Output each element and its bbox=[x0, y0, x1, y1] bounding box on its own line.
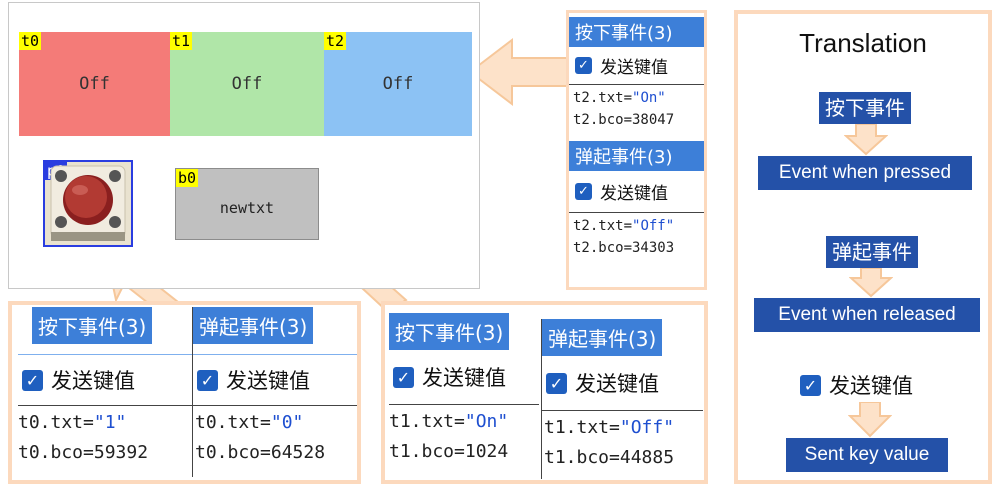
press-send-checkbox[interactable]: ✓ 发送键值 bbox=[575, 53, 698, 78]
check-icon: ✓ bbox=[575, 57, 592, 74]
check-icon: ✓ bbox=[393, 366, 414, 388]
release-en-label: Event when released bbox=[754, 298, 980, 332]
text-t1-value: Off bbox=[231, 74, 263, 94]
press-cn-label: 按下事件 bbox=[819, 92, 911, 124]
t0-release-section: 弹起事件(3) ✓ 发送键值 t0.txt="0" t0.bco=64528 bbox=[192, 307, 357, 477]
arrow-to-t2 bbox=[468, 37, 569, 107]
press-send-label: 发送键值 bbox=[600, 58, 668, 78]
press-code-line-2: t0.bco=59392 bbox=[18, 442, 149, 463]
send-cn-label: 发送键值 bbox=[829, 374, 913, 398]
down-arrow-icon bbox=[849, 268, 893, 298]
press-code-line-2: t1.bco=1024 bbox=[389, 441, 509, 462]
text-t1[interactable]: t1 Off bbox=[170, 32, 324, 136]
press-send-checkbox[interactable]: ✓ 发送键值 bbox=[22, 365, 189, 395]
button-b0[interactable]: b0 newtxt bbox=[175, 168, 319, 240]
divider bbox=[18, 354, 193, 355]
divider bbox=[193, 354, 357, 355]
text-t2[interactable]: t2 Off bbox=[324, 32, 472, 136]
press-send-label: 发送键值 bbox=[51, 369, 135, 393]
release-send-checkbox[interactable]: ✓ 发送键值 bbox=[575, 179, 698, 204]
press-code-line-2: t2.bco=38047 bbox=[573, 112, 675, 128]
press-send-checkbox[interactable]: ✓ 发送键值 bbox=[393, 362, 535, 392]
divider bbox=[569, 212, 704, 213]
release-send-label: 发送键值 bbox=[575, 372, 659, 396]
press-code-line-1: t2.txt="On" bbox=[573, 90, 666, 106]
press-code-line-1: t1.txt="On" bbox=[389, 411, 509, 432]
press-event-header[interactable]: 按下事件(3) bbox=[389, 313, 510, 350]
t0-press-section: 按下事件(3) ✓ 发送键值 t0.txt="1" t0.bco=59392 bbox=[18, 307, 193, 468]
divider bbox=[569, 84, 704, 85]
translation-title: Translation bbox=[799, 28, 927, 58]
release-send-label: 发送键值 bbox=[226, 369, 310, 393]
panel-t2-events: 按下事件(3) ✓ 发送键值 t2.txt="On" t2.bco=38047 … bbox=[566, 10, 707, 290]
translation-panel: Translation 按下事件 Event when pressed 弹起事件… bbox=[734, 10, 992, 484]
release-cn-label: 弹起事件 bbox=[826, 236, 918, 268]
picture-p0[interactable]: p0 bbox=[43, 160, 133, 247]
text-t1-tag: t1 bbox=[170, 32, 193, 50]
push-button-icon bbox=[50, 165, 126, 241]
divider bbox=[193, 405, 357, 406]
down-arrow-icon bbox=[844, 124, 888, 156]
button-b0-tag: b0 bbox=[176, 169, 199, 187]
down-arrow-icon bbox=[848, 402, 892, 438]
check-icon: ✓ bbox=[575, 183, 592, 200]
check-icon: ✓ bbox=[197, 369, 218, 391]
release-code-line-1: t1.txt="Off" bbox=[544, 417, 675, 438]
divider bbox=[542, 410, 703, 411]
check-icon: ✓ bbox=[22, 369, 43, 391]
release-code-line-1: t2.txt="Off" bbox=[573, 218, 675, 234]
divider bbox=[389, 404, 539, 405]
panel-t0-events: 按下事件(3) ✓ 发送键值 t0.txt="1" t0.bco=59392 弹… bbox=[8, 301, 361, 484]
panel-t1-events: 按下事件(3) ✓ 发送键值 t1.txt="On" t1.bco=1024 弹… bbox=[381, 301, 708, 484]
divider bbox=[18, 405, 193, 406]
check-icon: ✓ bbox=[546, 372, 567, 394]
t1-press-section: 按下事件(3) ✓ 发送键值 t1.txt="On" t1.bco=1024 bbox=[389, 313, 539, 467]
text-t2-tag: t2 bbox=[324, 32, 347, 50]
press-event-header[interactable]: 按下事件(3) bbox=[569, 17, 704, 47]
release-code-line-1: t0.txt="0" bbox=[195, 412, 304, 433]
send-key-checkbox[interactable]: ✓ 发送键值 bbox=[800, 370, 913, 400]
release-code-line-2: t1.bco=44885 bbox=[544, 447, 675, 468]
press-code-line-1: t0.txt="1" bbox=[18, 412, 127, 433]
release-code-line-2: t0.bco=64528 bbox=[195, 442, 326, 463]
release-send-checkbox[interactable]: ✓ 发送键值 bbox=[546, 368, 699, 398]
button-b0-label: newtxt bbox=[219, 199, 275, 217]
text-t0-tag: t0 bbox=[19, 32, 42, 50]
text-t2-value: Off bbox=[382, 74, 414, 94]
release-event-header[interactable]: 弹起事件(3) bbox=[193, 307, 314, 344]
press-send-label: 发送键值 bbox=[422, 366, 506, 390]
text-t0-value: Off bbox=[79, 74, 110, 94]
release-send-label: 发送键值 bbox=[600, 184, 668, 204]
press-event-header[interactable]: 按下事件(3) bbox=[32, 307, 153, 344]
release-code-line-2: t2.bco=34303 bbox=[573, 240, 675, 256]
text-t0[interactable]: t0 Off bbox=[19, 32, 170, 136]
t1-release-section: 弹起事件(3) ✓ 发送键值 t1.txt="Off" t1.bco=44885 bbox=[541, 319, 703, 479]
check-icon: ✓ bbox=[800, 374, 821, 396]
release-send-checkbox[interactable]: ✓ 发送键值 bbox=[197, 365, 353, 395]
release-event-header[interactable]: 弹起事件(3) bbox=[542, 319, 663, 356]
press-en-label: Event when pressed bbox=[758, 156, 972, 190]
release-event-header[interactable]: 弹起事件(3) bbox=[569, 141, 704, 171]
send-en-label: Sent key value bbox=[786, 438, 948, 472]
